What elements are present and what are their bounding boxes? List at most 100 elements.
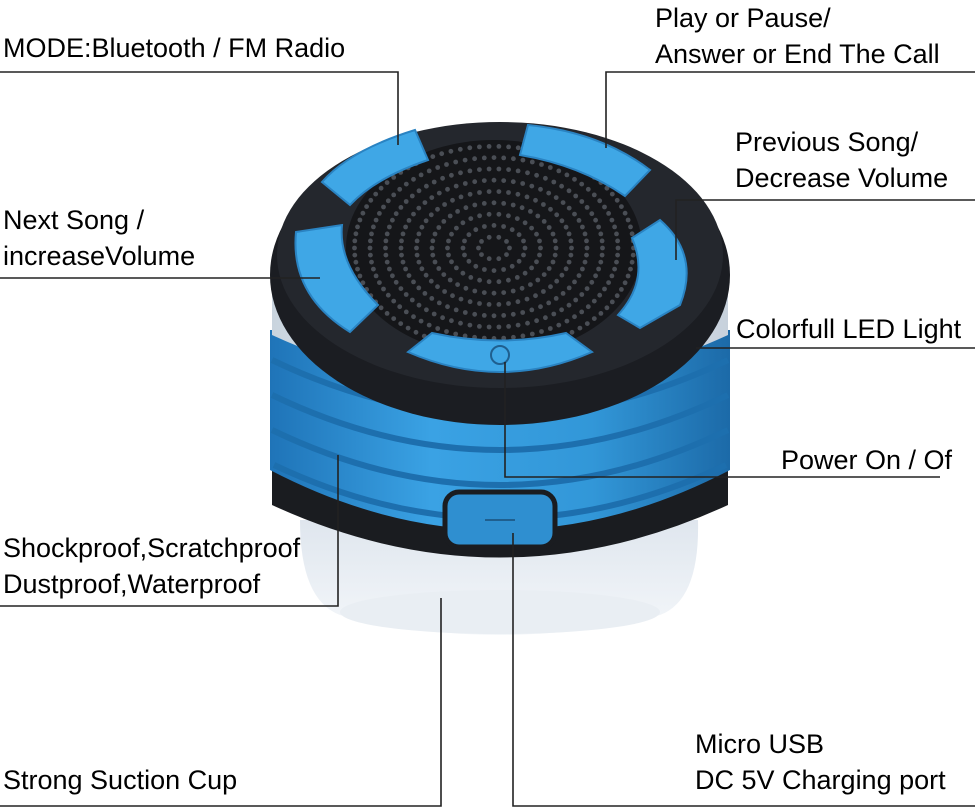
grille-hole bbox=[491, 223, 497, 228]
grille-hole bbox=[432, 231, 438, 237]
grille-hole bbox=[466, 232, 472, 238]
grille-hole bbox=[385, 198, 391, 204]
grille-hole bbox=[506, 213, 511, 219]
grille-hole bbox=[477, 277, 482, 283]
grille-hole bbox=[501, 335, 507, 341]
grille-hole bbox=[378, 305, 384, 311]
grille-hole bbox=[525, 320, 530, 326]
label-led: Colorfull LED Light bbox=[736, 314, 962, 344]
grille-hole bbox=[597, 292, 603, 298]
grille-hole bbox=[413, 329, 419, 335]
button-next[interactable] bbox=[294, 223, 380, 334]
grille-hole bbox=[455, 209, 460, 214]
grille-hole bbox=[496, 256, 502, 262]
grille-hole bbox=[453, 307, 459, 313]
grille-hole bbox=[393, 211, 399, 217]
grille-hole bbox=[599, 252, 605, 258]
grille-hole bbox=[466, 258, 472, 264]
grille-hole bbox=[391, 298, 397, 304]
grille-hole bbox=[541, 289, 546, 294]
grille-hole bbox=[628, 224, 633, 230]
grille-hole bbox=[398, 205, 404, 210]
grille-hole bbox=[602, 204, 607, 210]
grille-hole bbox=[600, 245, 605, 251]
grille-hole bbox=[486, 234, 492, 240]
grille-hole bbox=[429, 195, 435, 201]
grille-hole bbox=[387, 224, 392, 230]
grille-hole bbox=[538, 245, 543, 251]
grille-hole bbox=[473, 263, 479, 269]
grille-hole bbox=[403, 266, 408, 272]
grille-hole bbox=[539, 162, 544, 167]
grille-hole bbox=[377, 211, 382, 216]
grille-hole bbox=[535, 213, 541, 219]
grille-hole bbox=[514, 275, 520, 280]
grille-hole bbox=[463, 285, 469, 291]
button-previous[interactable] bbox=[616, 218, 688, 330]
grille-hole bbox=[371, 224, 376, 230]
grille-hole bbox=[509, 263, 515, 269]
grille-hole bbox=[472, 156, 477, 162]
grille-hole bbox=[566, 231, 572, 237]
grille-hole bbox=[501, 313, 507, 318]
button-power[interactable] bbox=[406, 331, 594, 373]
grille-hole bbox=[477, 167, 482, 173]
leader-usb bbox=[512, 533, 975, 807]
grille-hole bbox=[606, 211, 611, 216]
usb-port-cover[interactable] bbox=[442, 489, 558, 550]
grille-hole bbox=[486, 302, 492, 307]
grille-hole bbox=[476, 245, 481, 251]
label-shockproof: Shockproof,Scratchproof Dustproof,Waterp… bbox=[3, 533, 301, 599]
label-previous: Previous Song/ Decrease Volume bbox=[735, 127, 949, 193]
button-mode[interactable] bbox=[320, 128, 430, 207]
grille-hole bbox=[629, 259, 635, 265]
grille-hole bbox=[496, 279, 502, 285]
grille-hole bbox=[563, 224, 569, 230]
grille-hole bbox=[486, 166, 492, 172]
grille-hole bbox=[481, 201, 487, 206]
grille-hole bbox=[528, 209, 533, 214]
grille-hole bbox=[515, 299, 521, 305]
grille-hole bbox=[609, 273, 615, 279]
grille-hole bbox=[614, 259, 619, 265]
button-play-pause[interactable] bbox=[518, 123, 652, 198]
grille-hole bbox=[384, 259, 390, 265]
grille-hole bbox=[435, 206, 440, 212]
grille-hole bbox=[543, 315, 548, 321]
grille-hole bbox=[367, 245, 373, 251]
grille-hole bbox=[491, 200, 497, 206]
grille-hole bbox=[482, 224, 487, 229]
grille-hole bbox=[537, 238, 542, 244]
grille-hole bbox=[496, 144, 502, 149]
grille-hole bbox=[462, 181, 468, 186]
grille-hole bbox=[628, 266, 633, 272]
grille-hole bbox=[477, 213, 482, 219]
grille-hole bbox=[369, 259, 374, 265]
grille-hole bbox=[390, 273, 395, 279]
grille-hole bbox=[399, 252, 404, 258]
grille-hole bbox=[537, 252, 542, 258]
grille-hole bbox=[416, 205, 422, 211]
grille-hole bbox=[573, 297, 579, 303]
grille-hole bbox=[444, 329, 449, 334]
grille-hole bbox=[423, 218, 429, 224]
grille-hole bbox=[584, 252, 589, 258]
grille-hole bbox=[429, 245, 435, 251]
grille-hole bbox=[357, 273, 363, 279]
grille-hole bbox=[533, 197, 538, 203]
grille-hole bbox=[546, 266, 552, 271]
grille-hole bbox=[519, 285, 525, 291]
grille-hole bbox=[551, 179, 557, 185]
grille-hole bbox=[486, 189, 492, 195]
grille-hole bbox=[522, 270, 528, 276]
grille-hole bbox=[552, 252, 558, 258]
grille-hole bbox=[462, 310, 468, 315]
grille-hole bbox=[384, 231, 390, 237]
grille-hole bbox=[457, 146, 463, 152]
grille-hole bbox=[524, 296, 530, 302]
leader-previous bbox=[675, 199, 975, 260]
grille-hole bbox=[566, 259, 572, 265]
grille-hole bbox=[440, 315, 445, 321]
grille-hole bbox=[467, 145, 473, 151]
grille-hole bbox=[441, 272, 447, 277]
